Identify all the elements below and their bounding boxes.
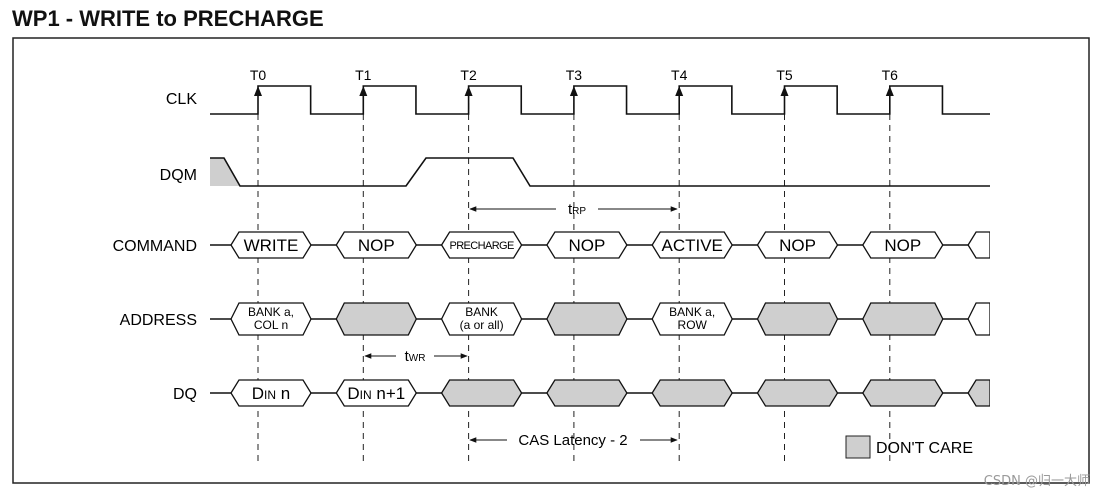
command-2: PRECHARGE bbox=[449, 240, 514, 252]
command-3: NOP bbox=[568, 236, 605, 255]
command-bus: WRITE NOP PRECHARGE NOP ACTIVE NOP NOP bbox=[210, 230, 1002, 260]
signal-label-address: ADDRESS bbox=[120, 312, 197, 329]
address-4-line2: ROW bbox=[678, 318, 708, 332]
svg-text:tWR: tWR bbox=[405, 348, 426, 365]
command-4: ACTIVE bbox=[661, 236, 722, 255]
dont-care-cell bbox=[440, 379, 523, 407]
dont-care-swatch bbox=[845, 435, 871, 459]
signal-label-command: COMMAND bbox=[113, 238, 197, 255]
signal-label-clk: CLK bbox=[166, 91, 197, 108]
clock-label-T6: T6 bbox=[882, 67, 899, 83]
clk-rising-edge-arrow bbox=[569, 86, 578, 96]
address-2-line2: (a or all) bbox=[460, 318, 504, 332]
cas-latency-annotation: CAS Latency - 2 bbox=[469, 432, 678, 449]
clock-label-T1: T1 bbox=[355, 67, 372, 83]
bus-clip bbox=[990, 378, 1002, 408]
clock-label-T3: T3 bbox=[566, 67, 583, 83]
bus-clip bbox=[990, 301, 1002, 337]
dont-care-cell bbox=[546, 302, 628, 336]
svg-text:tRP: tRP bbox=[568, 201, 586, 218]
clk-rising-edge-arrow bbox=[675, 86, 684, 96]
clk-rising-edge-arrow bbox=[254, 86, 262, 96]
dq-1: DIN n+1 bbox=[347, 384, 405, 403]
legend: DON'T CARE bbox=[845, 435, 973, 459]
bus-cell-partial bbox=[967, 379, 991, 407]
trp-label: t bbox=[568, 201, 573, 218]
clk-rising-edge-arrow bbox=[464, 86, 473, 96]
address-0-line2: COL n bbox=[254, 318, 288, 332]
dqm-dont-care-region bbox=[210, 158, 240, 186]
twr-sub: WR bbox=[409, 353, 426, 364]
bus-cell-partial bbox=[967, 302, 991, 336]
address-0-line1: BANK a, bbox=[248, 305, 294, 319]
twr-annotation: tWR bbox=[364, 348, 468, 365]
clock-label-T0: T0 bbox=[250, 67, 267, 83]
diagram-frame bbox=[12, 37, 1090, 484]
cas-latency-label: CAS Latency - 2 bbox=[518, 432, 627, 449]
clk-rising-edge-arrow bbox=[885, 86, 894, 96]
dqm-waveform bbox=[210, 157, 990, 187]
command-5: NOP bbox=[779, 236, 816, 255]
twr-label: t bbox=[405, 348, 410, 365]
command-1: NOP bbox=[358, 236, 395, 255]
dqm-line bbox=[210, 157, 990, 187]
dont-care-cell bbox=[335, 302, 418, 336]
dont-care-cell bbox=[862, 302, 944, 336]
clock-label-T2: T2 bbox=[460, 67, 477, 83]
dont-care-cell bbox=[862, 379, 944, 407]
command-0: WRITE bbox=[244, 236, 299, 255]
watermark: CSDN @归一大师 bbox=[983, 474, 1090, 489]
clock-label-T4: T4 bbox=[671, 67, 688, 83]
signal-label-dqm: DQM bbox=[160, 167, 197, 184]
page-title: WP1 - WRITE to PRECHARGE bbox=[12, 6, 324, 31]
clock-label-T5: T5 bbox=[776, 67, 793, 83]
clk-rising-edge-arrow bbox=[359, 86, 368, 96]
dont-care-cell bbox=[546, 379, 628, 407]
dont-care-label: DON'T CARE bbox=[876, 440, 973, 457]
trp-sub: RP bbox=[572, 206, 586, 217]
dq-0: DIN n bbox=[252, 384, 290, 403]
dont-care-cell bbox=[651, 379, 733, 407]
dont-care-cell bbox=[756, 302, 839, 336]
clk-line bbox=[210, 85, 990, 115]
trp-annotation: tRP bbox=[469, 201, 678, 218]
address-2-line1: BANK bbox=[465, 305, 498, 319]
address-4-line1: BANK a, bbox=[669, 305, 715, 319]
command-6: NOP bbox=[884, 236, 921, 255]
dont-care-cell bbox=[756, 379, 839, 407]
clk-rising-edge-arrow bbox=[780, 86, 789, 96]
bus-cell-partial bbox=[967, 231, 991, 259]
dq-bus: DIN n DIN n+1 bbox=[210, 378, 1002, 408]
clk-waveform bbox=[210, 85, 990, 115]
signal-label-dq: DQ bbox=[173, 386, 197, 403]
bus-clip bbox=[990, 230, 1002, 260]
